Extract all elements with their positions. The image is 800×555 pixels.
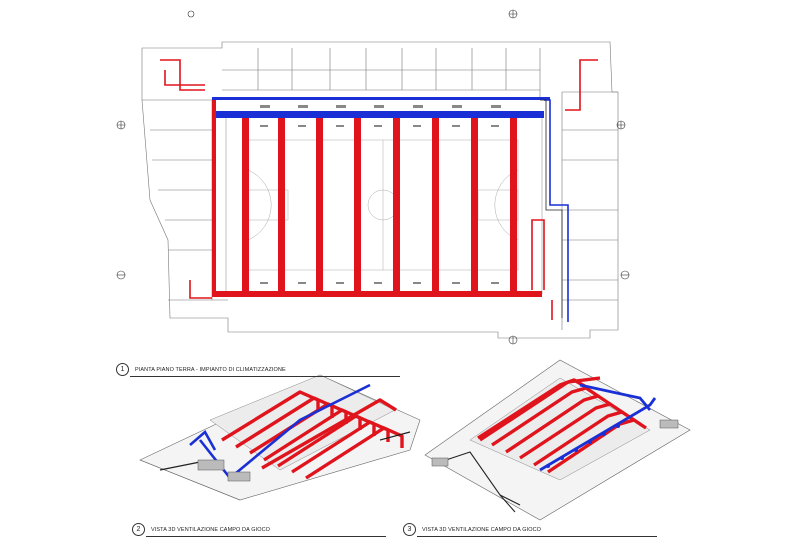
diffuser-tags [260, 105, 501, 284]
3d-view-right [424, 359, 691, 521]
caption-2-title: VISTA 3D VENTILAZIONE CAMPO DA GIOCO [151, 526, 271, 533]
return-duct-main [212, 97, 569, 322]
caption-1-title: PIANTA PIANO TERRA - IMPIANTO DI CLIMATI… [135, 366, 286, 373]
caption-1: 1 PIANTA PIANO TERRA - IMPIANTO DI CLIMA… [116, 363, 286, 376]
caption-3: 3 VISTA 3D VENTILAZIONE CAMPO DA GIOCO [403, 523, 541, 536]
3d-view-left [139, 374, 421, 501]
caption-3-underline [417, 536, 657, 537]
caption-3-title: VISTA 3D VENTILAZIONE CAMPO DA GIOCO [422, 526, 542, 533]
building-outline [141, 41, 619, 339]
caption-2-number: 2 [132, 523, 145, 536]
caption-1-underline [130, 376, 400, 377]
caption-3-number: 3 [403, 523, 416, 536]
right-wing-rooms [561, 91, 618, 330]
top-room-partitions [257, 48, 541, 100]
caption-2-underline [146, 536, 386, 537]
caption-1-number: 1 [116, 363, 129, 376]
section-markers [116, 9, 630, 345]
caption-2: 2 VISTA 3D VENTILAZIONE CAMPO DA GIOCO [132, 523, 270, 536]
supply-duct-branches [212, 100, 542, 297]
supply-duct-secondary [160, 59, 598, 320]
